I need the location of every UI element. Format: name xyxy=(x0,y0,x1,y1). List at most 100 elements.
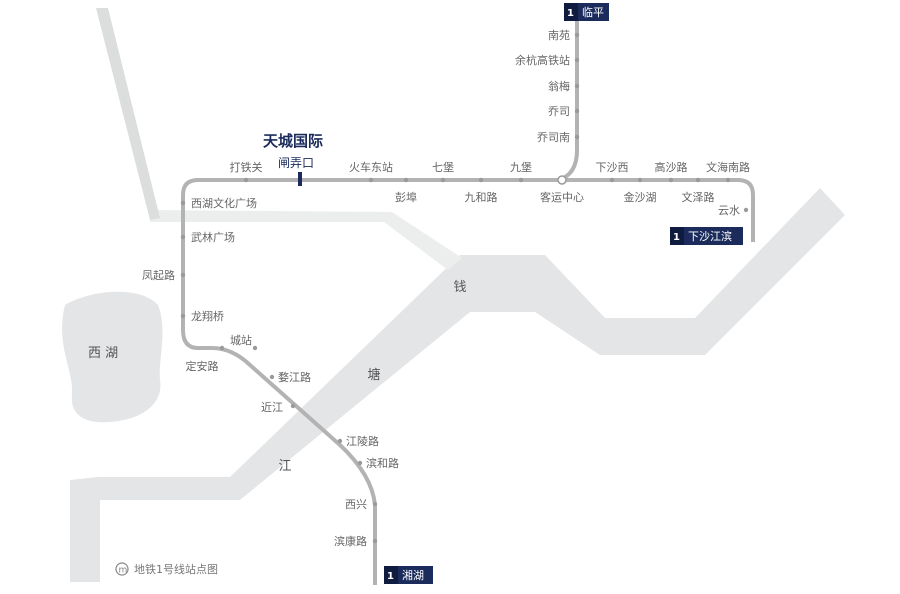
station[interactable]: 下沙西 xyxy=(596,161,629,183)
station[interactable]: 云水 xyxy=(718,204,749,217)
station-dot xyxy=(372,501,378,507)
legend-text: 地铁1号线站点图 xyxy=(134,562,218,576)
station[interactable]: 婺江路 xyxy=(269,371,311,384)
station-dot xyxy=(440,177,446,183)
station-label: 南苑 xyxy=(548,29,570,42)
qiantang-river xyxy=(70,188,845,582)
station[interactable]: 余杭高铁站 xyxy=(515,53,580,67)
terminal-name: 临平 xyxy=(582,5,604,19)
station[interactable]: 打铁关 xyxy=(230,160,263,183)
station[interactable]: 彭埠 xyxy=(395,177,417,204)
station-dot xyxy=(609,177,615,183)
station-dot xyxy=(372,538,378,544)
highlight-station-title: 天城国际 xyxy=(263,132,323,150)
station-dot xyxy=(668,177,674,183)
station-label: 火车东站 xyxy=(349,160,393,174)
station[interactable]: 文泽路 xyxy=(682,177,715,204)
station-label: 文泽路 xyxy=(682,190,715,204)
station[interactable]: 近江 xyxy=(261,401,296,414)
station[interactable]: 文海南路 xyxy=(706,160,750,183)
terminal-name: 下沙江滨 xyxy=(688,229,732,243)
station-label: 武林广场 xyxy=(191,230,235,244)
station[interactable]: 金沙湖 xyxy=(624,177,657,204)
west-lake xyxy=(62,291,163,423)
station-dot xyxy=(574,108,580,114)
station-label: 文海南路 xyxy=(706,160,750,174)
station[interactable]: 高沙路 xyxy=(655,160,688,183)
station-label: 下沙西 xyxy=(596,161,629,174)
station[interactable]: 西兴 xyxy=(345,498,378,511)
station-dot xyxy=(478,177,484,183)
station[interactable]: 武林广场 xyxy=(180,230,235,244)
station[interactable]: 翁梅 xyxy=(548,79,580,93)
station-dot xyxy=(219,345,225,351)
terminal-xiasha-jiangbin[interactable]: 1 下沙江滨 xyxy=(670,227,743,245)
station-dot xyxy=(368,177,374,183)
station-label: 云水 xyxy=(718,204,740,217)
highlight-station-marker[interactable] xyxy=(298,172,302,186)
station-label: 乔司 xyxy=(548,105,570,118)
terminal-line-number: 1 xyxy=(673,232,680,243)
station-dot xyxy=(180,313,186,319)
station-label: 翁梅 xyxy=(548,79,570,93)
station-label: 滨康路 xyxy=(334,534,367,548)
station[interactable]: 定安路 xyxy=(186,345,225,373)
station-label: 城站 xyxy=(230,333,252,347)
station-dot xyxy=(180,272,186,278)
station-label: 彭埠 xyxy=(395,190,417,204)
station-label: 高沙路 xyxy=(655,160,688,174)
station-label: 余杭高铁站 xyxy=(515,53,570,67)
station-label: 九堡 xyxy=(510,160,532,174)
station[interactable]: 乔司 xyxy=(548,105,580,118)
station-dot xyxy=(357,460,363,466)
west-lake-label: 西 湖 xyxy=(88,346,118,361)
station[interactable]: 南苑 xyxy=(548,29,580,42)
terminal-xianghu[interactable]: 1 湘湖 xyxy=(384,566,433,584)
metro-line-branch xyxy=(558,178,755,242)
station[interactable]: 江陵路 xyxy=(337,435,379,448)
station[interactable]: 凤起路 xyxy=(142,269,186,282)
river-label: 塘 xyxy=(367,367,380,383)
station-label: 西兴 xyxy=(345,498,367,511)
station-dot xyxy=(695,177,701,183)
station[interactable]: 西湖文化广场 xyxy=(180,196,257,210)
metro-logo-icon xyxy=(115,562,129,576)
station[interactable]: 城站 xyxy=(230,333,258,351)
station[interactable]: 滨康路 xyxy=(334,534,378,548)
road xyxy=(96,8,160,220)
terminal-line-number: 1 xyxy=(387,571,394,582)
station-dot xyxy=(252,345,258,351)
station[interactable]: 七堡 xyxy=(432,160,454,183)
station[interactable]: 九和路 xyxy=(465,177,498,204)
station-label: 客运中心 xyxy=(540,190,584,204)
station-label: 近江 xyxy=(261,401,283,414)
station-label: 乔司南 xyxy=(537,131,570,144)
metro-logo-letter: m xyxy=(119,566,128,576)
station-dot xyxy=(403,177,409,183)
station[interactable]: 滨和路 xyxy=(357,456,399,470)
terminal-linping[interactable]: 1 临平 xyxy=(564,3,609,21)
station-label: 定安路 xyxy=(186,359,219,373)
station[interactable]: 火车东站 xyxy=(349,160,393,183)
station[interactable]: 龙翔桥 xyxy=(180,309,224,323)
station-dot xyxy=(574,134,580,140)
river-label: 江 xyxy=(278,459,291,474)
highlight-station-subtitle: 闸弄口 xyxy=(278,156,314,170)
station-label: 江陵路 xyxy=(346,435,379,448)
river-label: 钱 xyxy=(453,280,466,295)
station-label: 婺江路 xyxy=(278,371,311,384)
station-label: 七堡 xyxy=(432,160,454,174)
station-label: 龙翔桥 xyxy=(191,309,224,323)
station-dot xyxy=(243,177,249,183)
station-dot xyxy=(180,200,186,206)
station-dot xyxy=(725,177,731,183)
station-label: 打铁关 xyxy=(230,160,263,174)
station-dot xyxy=(574,32,580,38)
station-dot xyxy=(290,403,296,409)
station[interactable]: 九堡 xyxy=(510,160,532,183)
station-dot xyxy=(337,438,343,444)
station-dot xyxy=(574,83,580,89)
station[interactable]: 乔司南 xyxy=(537,131,580,144)
station-dot xyxy=(180,234,186,240)
